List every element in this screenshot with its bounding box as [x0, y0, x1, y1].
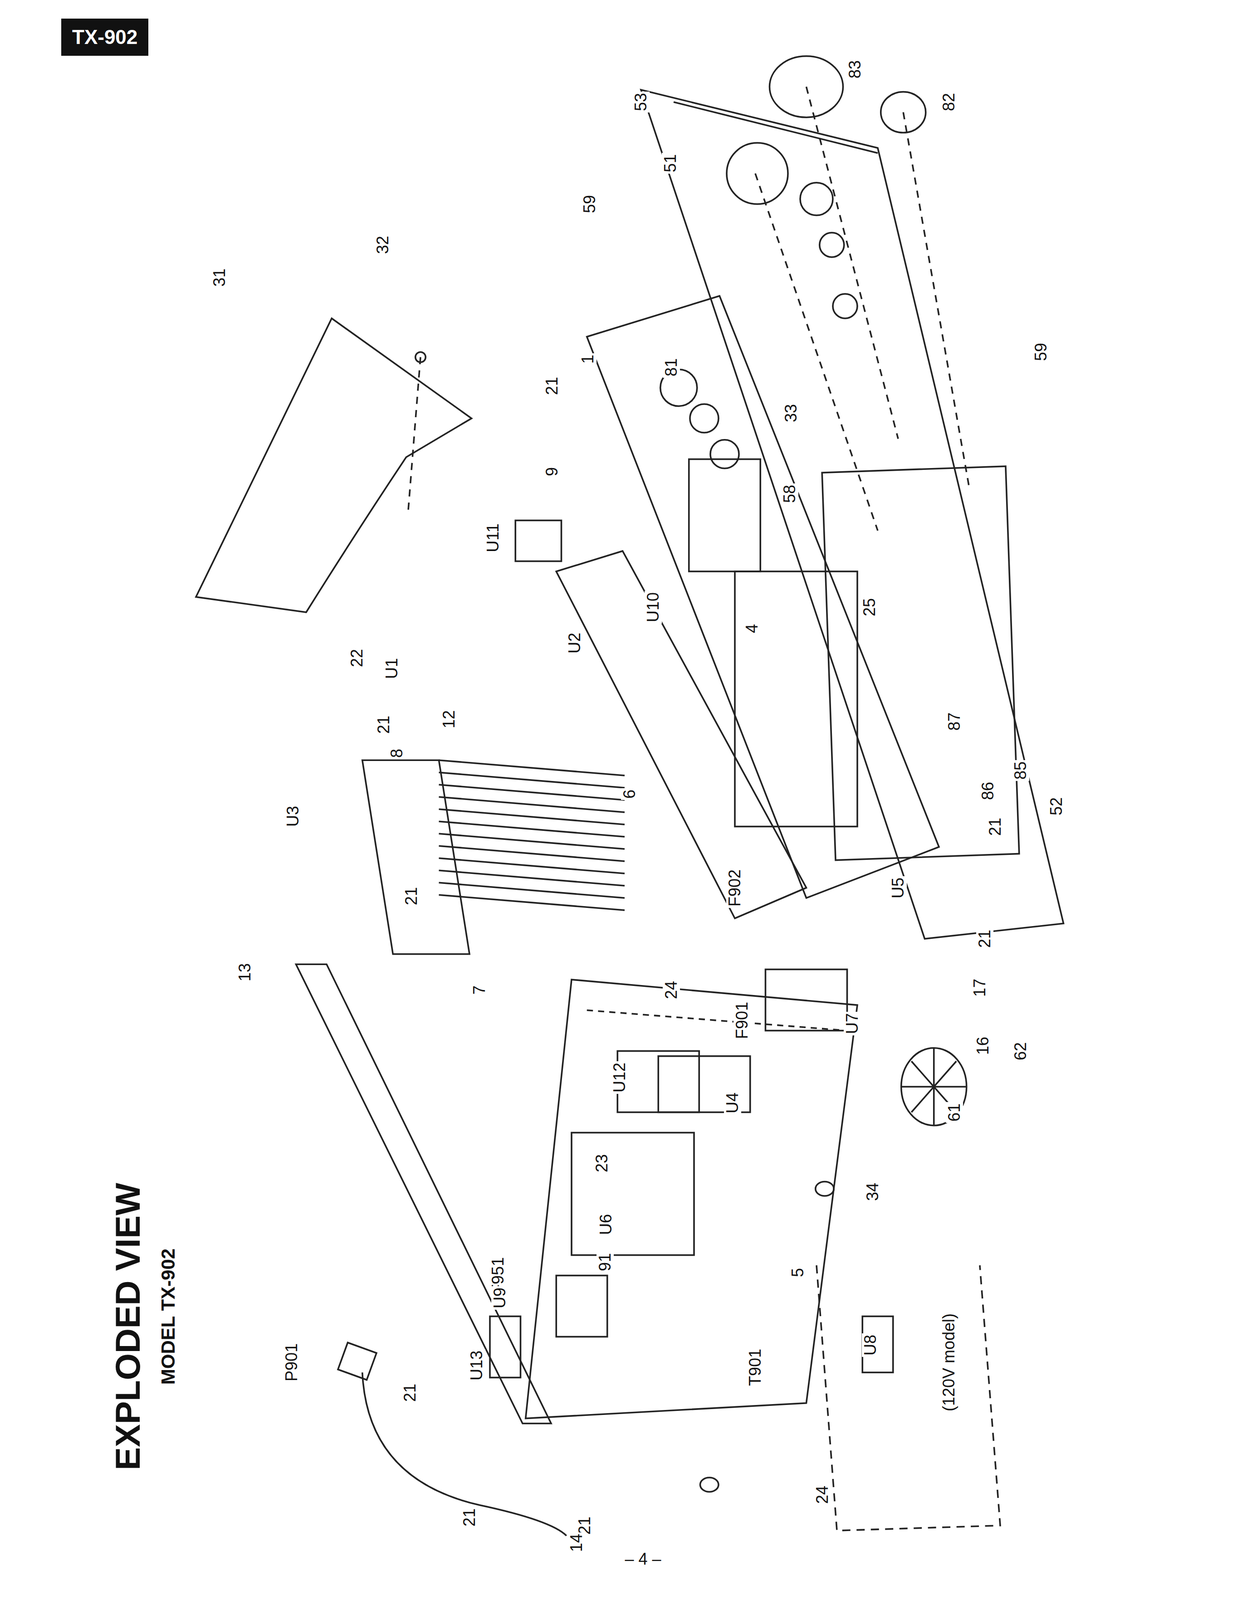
page-number: – 4 – — [623, 1550, 663, 1569]
callout-number: 81 — [662, 356, 680, 378]
model-name: MODEL TX-902 — [158, 1246, 179, 1386]
callout-number: 6 — [620, 787, 639, 800]
callout-number: U2 — [566, 630, 584, 655]
callout-number: 21 — [976, 928, 994, 950]
callout-number: U11 — [484, 522, 502, 554]
callout-number: 21 — [543, 375, 561, 397]
callout-number: U3 — [284, 804, 302, 829]
callout-number: 1 — [579, 353, 597, 366]
callout-number: U5 — [889, 875, 907, 900]
callout-number: T901 — [746, 1347, 764, 1388]
callout-number: 23 — [593, 1153, 611, 1174]
callout-number: P901 — [283, 1342, 301, 1384]
callout-number: 85 — [1012, 760, 1030, 782]
callout-number: 59 — [1032, 341, 1050, 363]
callout-number: U1 — [383, 656, 401, 681]
plug — [337, 1342, 377, 1380]
chassis-side — [296, 964, 552, 1424]
callout-number: 21 — [460, 1507, 479, 1529]
callout-number: U7 — [843, 1012, 861, 1036]
callout-number: 51 — [661, 152, 680, 174]
front-panel — [640, 89, 1064, 939]
callout-number: 52 — [1047, 795, 1066, 817]
callout-number: U10 — [644, 591, 662, 624]
callout-number: 61 — [945, 1101, 964, 1123]
callout-number: 17 — [971, 977, 989, 999]
callout-number: F902 — [726, 867, 744, 908]
callout-number: 58 — [781, 483, 799, 505]
display-tube — [734, 571, 858, 827]
callout-number: 24 — [662, 979, 680, 1001]
callout-number: 9 — [543, 465, 561, 478]
callout-number: 91 — [596, 1251, 614, 1273]
callout-number: 21 — [401, 1382, 419, 1404]
amp-board — [362, 760, 470, 955]
callout-number: 7 — [471, 983, 489, 996]
callout-number: 12 — [440, 708, 458, 730]
heatsink-fins — [439, 760, 626, 911]
callout-number: 25 — [860, 596, 879, 618]
power-cord — [362, 1372, 567, 1536]
callout-number: U9 — [491, 1286, 509, 1311]
transformer — [571, 1133, 695, 1256]
foot — [901, 1048, 967, 1126]
callout-number: 62 — [1012, 1040, 1030, 1062]
callout-number: 87 — [945, 711, 964, 733]
callout-number: 8 — [388, 747, 406, 759]
callout-number: 82 — [940, 91, 958, 113]
callout-number: 22 — [348, 647, 366, 669]
callout-number: F901 — [733, 1000, 751, 1041]
callout-number: 53 — [632, 91, 650, 113]
chassis-base — [525, 979, 858, 1419]
callout-number: 13 — [236, 962, 254, 983]
callout-number: 24 — [813, 1484, 832, 1506]
callout-number: 59 — [581, 193, 599, 215]
callout-number: U6 — [597, 1212, 616, 1237]
header-text: TX-902 — [61, 18, 149, 56]
callout-number: U8 — [861, 1333, 880, 1357]
callout-number: U4 — [724, 1091, 742, 1115]
callout-number: 21 — [986, 816, 1004, 837]
header-box: TX-902 — [61, 18, 149, 56]
callout-number: 16 — [974, 1035, 992, 1057]
top-cover — [195, 318, 472, 613]
callout-number: 32 — [374, 234, 392, 256]
callout-number: 21 — [402, 885, 421, 907]
callout-number: (120V model) — [940, 1312, 958, 1414]
callout-number: 14 — [567, 1532, 586, 1554]
callout-number: 31 — [210, 267, 229, 289]
callout-number: 4 — [743, 622, 761, 635]
callout-number: U13 — [468, 1349, 486, 1382]
callout-number: 21 — [375, 713, 393, 735]
callout-number: U12 — [611, 1061, 629, 1095]
diagram-title: EXPLODED VIEW — [110, 1183, 145, 1471]
callout-number: 5 — [789, 1266, 807, 1279]
callout-number: 86 — [979, 780, 997, 802]
circuit-board — [556, 551, 807, 919]
callout-number: 33 — [782, 402, 800, 424]
callout-number: 83 — [846, 58, 864, 80]
callout-number: 34 — [864, 1181, 882, 1203]
